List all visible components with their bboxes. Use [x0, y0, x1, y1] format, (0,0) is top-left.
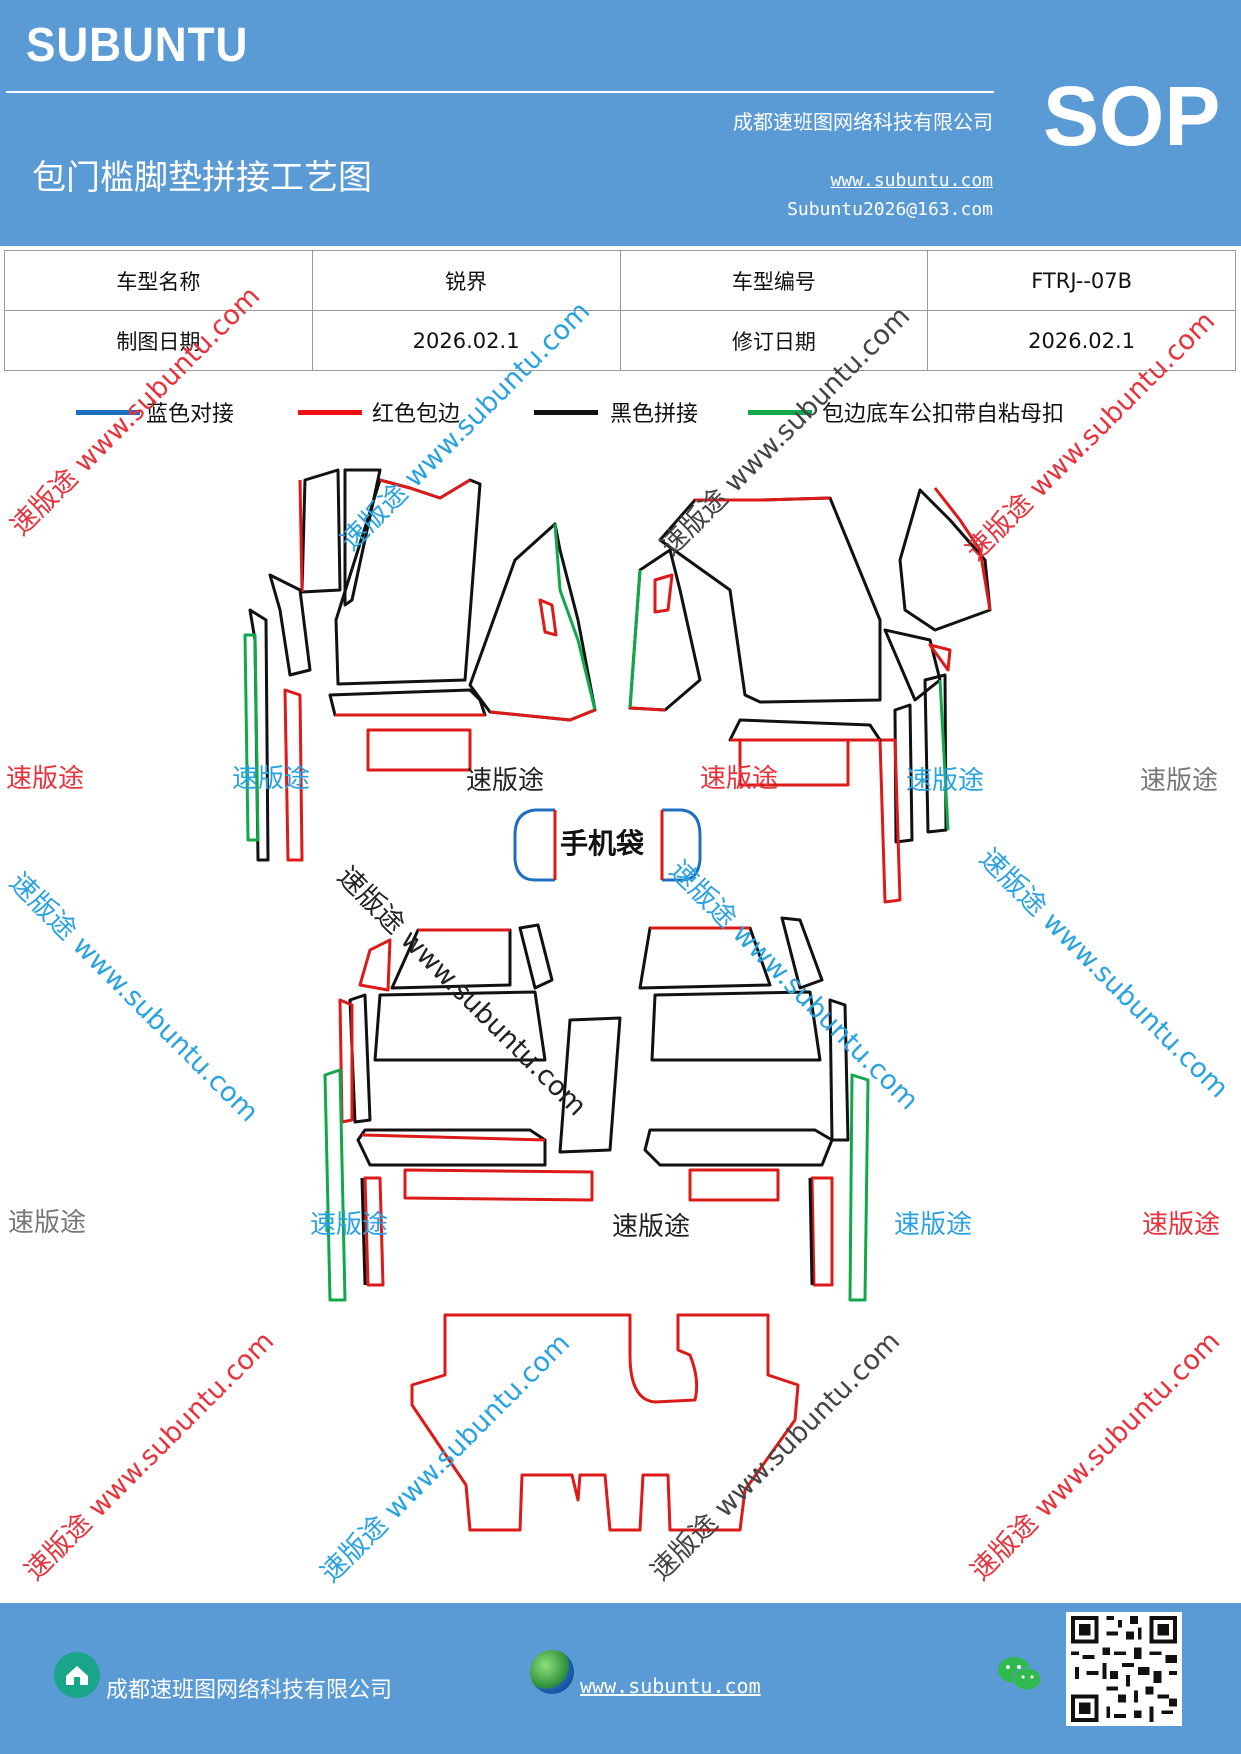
- mat-splicing-drawing: [243, 468, 992, 1532]
- watermark-text: 速版途: [906, 766, 985, 796]
- legend-swatch-blue: [76, 410, 140, 415]
- legend-label-blue: 蓝色对接: [146, 402, 235, 427]
- model-code-label: 车型编号: [619, 250, 929, 311]
- color-legend: 蓝色对接 红色包边 黑色拼接 包边底车公扣带自粘母扣: [0, 396, 1241, 436]
- drawing-date-label: 制图日期: [4, 310, 313, 371]
- legend-label-black: 黑色拼接: [610, 402, 699, 427]
- footer-company-name: 成都速班图网络科技有限公司: [106, 1678, 393, 1703]
- drawing-date-value: 2026.02.1: [311, 310, 621, 371]
- model-code-value: FTRJ--07B: [927, 250, 1236, 311]
- watermark-text: 速版途: [1142, 1210, 1221, 1240]
- qr-code: [1066, 1612, 1182, 1726]
- front-left-mat: [243, 468, 597, 862]
- front-right-mat: [628, 487, 992, 904]
- legend-label-red: 红色包边: [372, 402, 461, 427]
- trunk-mat: [410, 1313, 800, 1532]
- wechat-icon[interactable]: [996, 1654, 1044, 1694]
- header-company-name: 成都速班图网络科技有限公司: [733, 110, 993, 134]
- globe-icon: [530, 1650, 574, 1694]
- watermark-text: 速版途: [8, 1208, 87, 1238]
- watermark-text: 速版途: [700, 764, 779, 794]
- brand-logo: SUBUNTU: [26, 19, 249, 72]
- header-website-link[interactable]: www.subuntu.com: [830, 170, 993, 191]
- header-divider: [6, 91, 994, 93]
- header-email[interactable]: Subuntu2026@163.com: [787, 199, 993, 220]
- legend-swatch-black: [534, 410, 598, 415]
- table-row: 车型名称 锐界 车型编号 FTRJ--07B: [4, 250, 1236, 311]
- phone-bag-label: 手机袋: [560, 827, 645, 860]
- phone-bag-drawing: [513, 808, 702, 882]
- home-icon: [54, 1652, 100, 1698]
- legend-swatch-green: [748, 410, 812, 415]
- legend-swatch-red: [298, 410, 362, 415]
- header-bar: [0, 0, 1241, 246]
- watermark-text: 速版途: [6, 764, 85, 794]
- page-title: 包门槛脚垫拼接工艺图: [32, 158, 372, 198]
- revision-date-label: 修订日期: [619, 310, 929, 371]
- watermark-text: 速版途: [1140, 766, 1219, 796]
- watermark-text: 速版途: [612, 1212, 691, 1242]
- footer-website-link[interactable]: www.subuntu.com: [580, 1674, 761, 1698]
- table-row: 制图日期 2026.02.1 修订日期 2026.02.1: [4, 310, 1236, 371]
- watermark-text: 速版途: [894, 1210, 973, 1240]
- watermark-text: 速版途: [310, 1210, 389, 1240]
- watermark-text: 速版途: [466, 766, 545, 796]
- vehicle-info-table: 车型名称 锐界 车型编号 FTRJ--07B 制图日期 2026.02.1 修订…: [4, 250, 1236, 371]
- sop-badge: SOP: [1043, 69, 1221, 163]
- rear-mats: [323, 916, 870, 1302]
- watermark-text: 速版途: [232, 764, 311, 794]
- model-name-label: 车型名称: [4, 250, 313, 311]
- revision-date-value: 2026.02.1: [927, 310, 1236, 371]
- legend-label-green: 包边底车公扣带自粘母扣: [822, 402, 1065, 427]
